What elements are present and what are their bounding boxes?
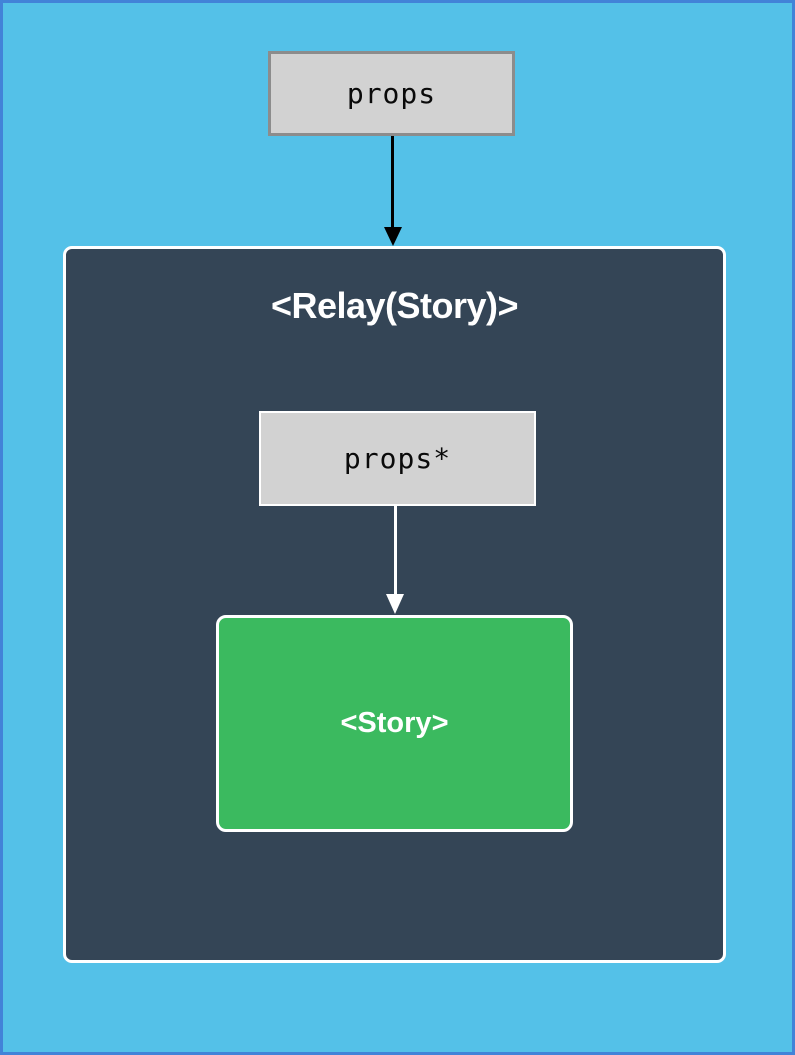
arrow-props-to-relay-head [384, 227, 402, 246]
relay-container-node: <Relay(Story)> props* <Story> [63, 246, 726, 963]
relay-title: <Relay(Story)> [270, 285, 519, 326]
props-node: props [268, 51, 515, 136]
arrow-props-star-to-story-head [386, 594, 404, 614]
arrow-props-to-relay-line [391, 136, 394, 228]
story-node: <Story> [216, 615, 573, 832]
props-star-label: props* [343, 442, 452, 475]
story-label: <Story> [340, 707, 449, 739]
props-label: props [346, 77, 437, 110]
props-star-node: props* [259, 411, 536, 506]
arrow-props-star-to-story-line [394, 506, 397, 596]
